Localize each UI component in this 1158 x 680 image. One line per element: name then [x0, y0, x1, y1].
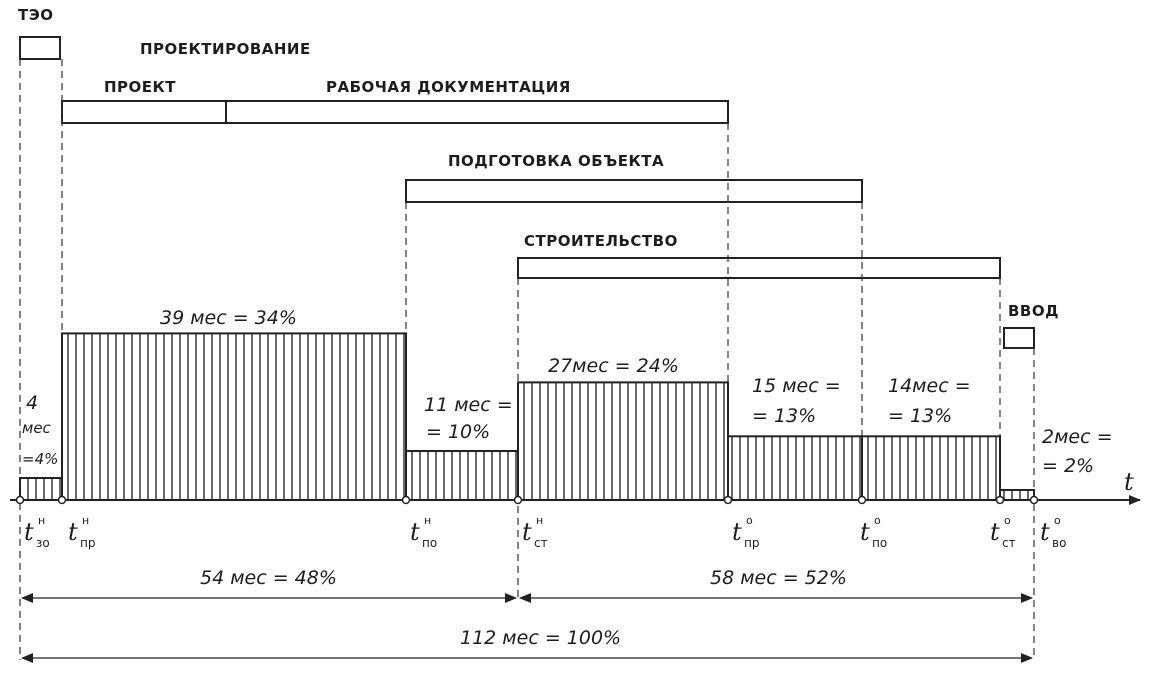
axis-mark-superscript: о [746, 514, 753, 527]
design-label: ПРОЕКТИРОВАНИЕ [140, 40, 311, 58]
working-docs-label: РАБОЧАЯ ДОКУМЕНТАЦИЯ [326, 78, 571, 96]
axis-mark-subscript: по [422, 536, 437, 550]
overall-total: 112 мес = 100% [460, 627, 621, 649]
axis-mark-superscript: н [536, 514, 543, 527]
duration-bar-2 [61, 332, 407, 501]
axis-mark-label: t [860, 518, 870, 546]
axis-mark-dot [995, 495, 1005, 505]
axis-mark-dot [857, 495, 867, 505]
construction-3-duration-top: 14мес = [888, 375, 971, 397]
axis-mark-dot [15, 495, 25, 505]
construction-box [517, 257, 1001, 279]
axis-mark-dot [57, 495, 67, 505]
teo-label: ТЭО [18, 6, 54, 24]
commissioning-label: ВВОД [1008, 302, 1059, 320]
project-label: ПРОЕКТ [104, 78, 176, 96]
axis-mark-label: t [522, 518, 532, 546]
prep-duration-top: 11 мес = [424, 394, 513, 416]
axis-mark-subscript: ст [1002, 536, 1016, 550]
construction-label: СТРОИТЕЛЬСТВО [524, 232, 678, 250]
time-axis-label: t [1124, 468, 1134, 496]
axis-mark-label: t [68, 518, 78, 546]
axis-mark-label: t [410, 518, 420, 546]
construction-duration: 27мес = 24% [548, 355, 679, 377]
duration-bar-1 [19, 477, 63, 501]
teo-duration-mid: мес [22, 419, 52, 437]
duration-bar-6 [861, 435, 1001, 501]
axis-mark-superscript: о [1004, 514, 1011, 527]
axis-mark-subscript: зо [36, 536, 50, 550]
duration-bar-7 [999, 489, 1035, 501]
axis-mark-dot [401, 495, 411, 505]
axis-mark-superscript: н [38, 514, 45, 527]
axis-mark-superscript: н [424, 514, 431, 527]
construction-2-duration-bot: = 13% [752, 405, 816, 427]
axis-mark-label: t [990, 518, 1000, 546]
teo-duration-top: 4 [26, 392, 38, 414]
commissioning-duration-bot: = 2% [1042, 455, 1094, 477]
design-box [61, 100, 729, 124]
axis-mark-subscript: пр [80, 536, 95, 550]
commissioning-box [1003, 327, 1035, 349]
axis-mark-label: t [24, 518, 34, 546]
construction-2-duration-top: 15 мес = [752, 375, 841, 397]
axis-mark-label: t [732, 518, 742, 546]
teo-box [19, 36, 61, 60]
duration-bar-3 [405, 450, 519, 501]
site-prep-label: ПОДГОТОВКА ОБЪЕКТА [448, 152, 664, 170]
commissioning-duration-top: 2мес = [1042, 426, 1113, 448]
axis-mark-subscript: ст [534, 536, 548, 550]
axis-mark-label: t [1040, 518, 1050, 546]
axis-mark-superscript: н [82, 514, 89, 527]
second-half-total: 58 мес = 52% [710, 567, 847, 589]
site-prep-box [405, 179, 863, 203]
axis-mark-superscript: о [874, 514, 881, 527]
teo-duration-bot: =4% [22, 450, 58, 468]
construction-3-duration-bot: = 13% [888, 405, 952, 427]
first-half-total: 54 мес = 48% [200, 567, 337, 589]
axis-mark-dot [1029, 495, 1039, 505]
axis-mark-subscript: пр [744, 536, 759, 550]
duration-bar-4 [517, 381, 729, 501]
axis-mark-dot [513, 495, 523, 505]
prep-duration-bot: = 10% [426, 421, 490, 443]
axis-mark-subscript: по [872, 536, 887, 550]
axis-mark-subscript: во [1052, 536, 1066, 550]
duration-bars [19, 332, 1035, 501]
design-duration: 39 мес = 34% [160, 307, 297, 329]
axis-mark-superscript: о [1054, 514, 1061, 527]
axis-mark-dot [723, 495, 733, 505]
duration-bar-5 [727, 435, 863, 501]
